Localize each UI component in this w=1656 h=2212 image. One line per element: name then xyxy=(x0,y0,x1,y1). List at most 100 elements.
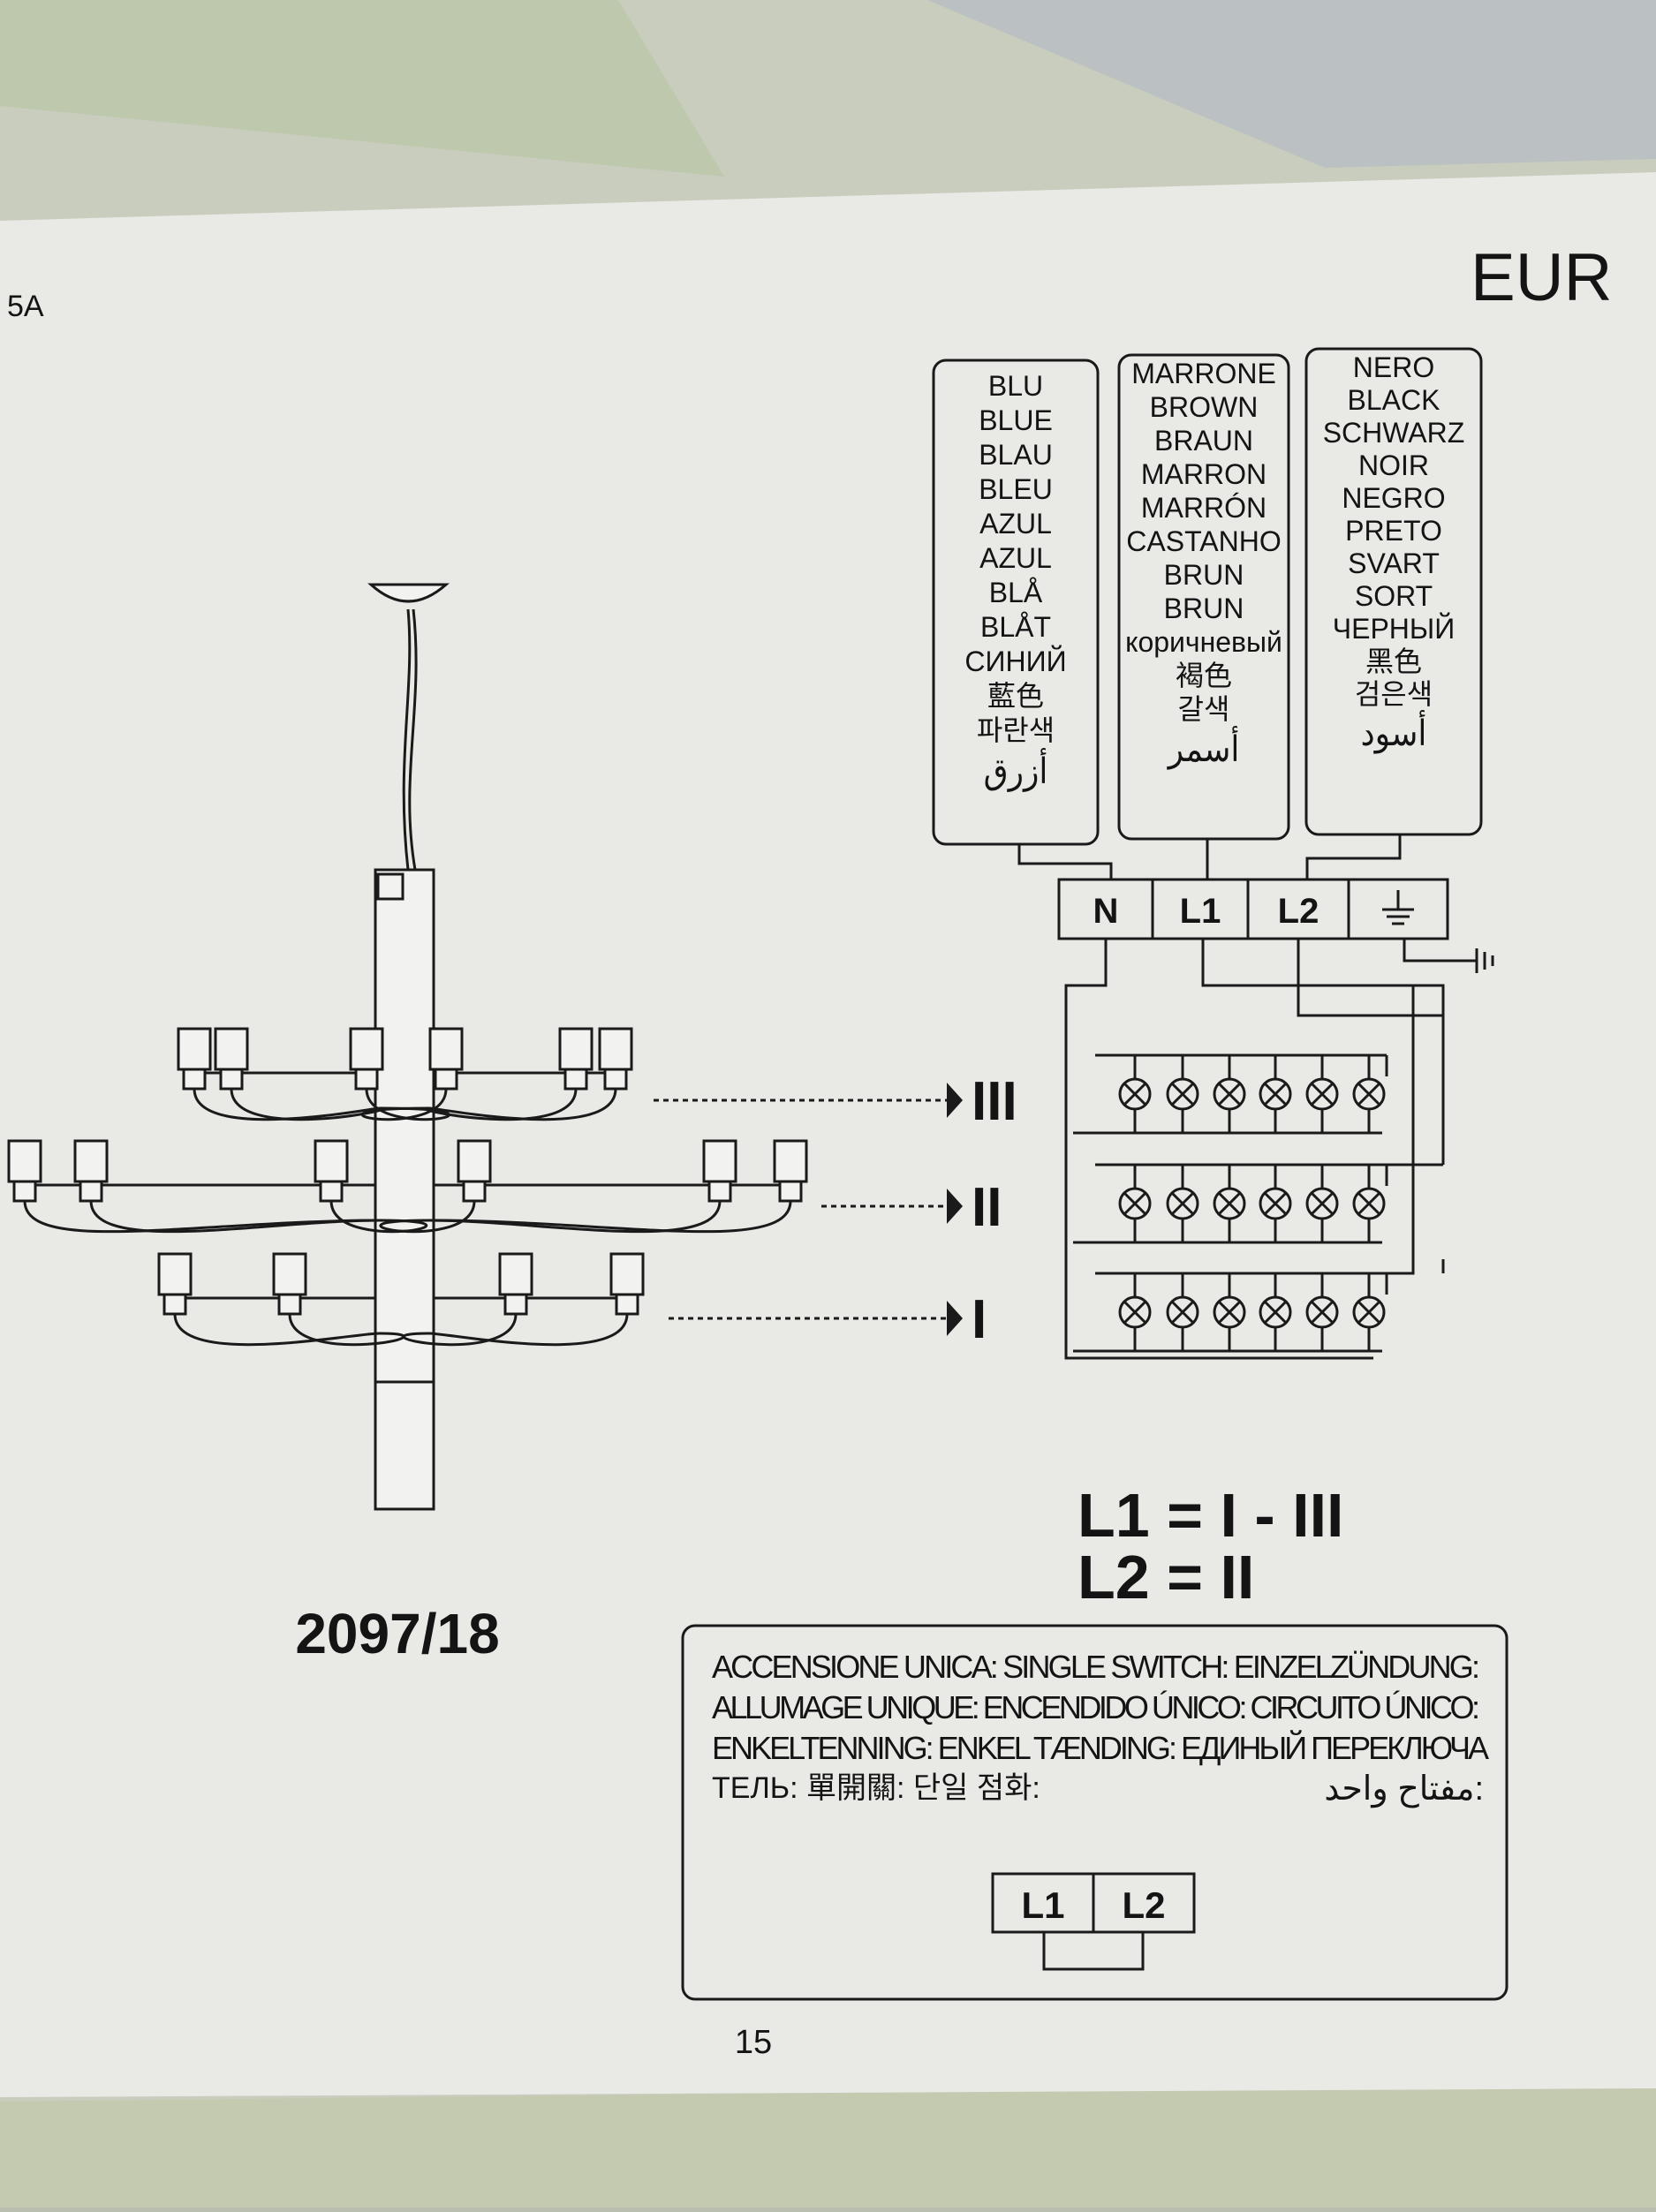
wire-color-box-black xyxy=(1304,347,1483,836)
legend-leaders xyxy=(1017,834,1402,880)
wire-color-name: BLACK xyxy=(1348,384,1440,416)
lamp-socket xyxy=(428,1027,464,1091)
lamp-socket xyxy=(272,1252,307,1316)
wire-color-name: BLUE xyxy=(979,404,1053,436)
single-switch-note: ACCENSIONE UNICA: SINGLE SWITCH: EINZELZ… xyxy=(681,1624,1509,2001)
lamp-socket xyxy=(598,1027,633,1091)
fabric-bottom xyxy=(0,2084,1656,2208)
ceiling-canopy xyxy=(367,583,450,603)
switch-terminal-l1: L1 xyxy=(1021,1884,1064,1926)
wire-color-name: BLAU xyxy=(979,439,1053,471)
lamp-icon xyxy=(1166,1077,1199,1111)
fabric-flower xyxy=(927,0,1656,168)
wire-color-name: 褐色 xyxy=(1176,660,1232,691)
lamp-socket xyxy=(773,1139,808,1203)
wire-color-name: MARRONE xyxy=(1131,358,1276,389)
lamp-icon xyxy=(1352,1187,1386,1220)
lamp-socket xyxy=(558,1027,594,1091)
wire-color-name: 藍色 xyxy=(987,680,1044,712)
lamp-icon xyxy=(1305,1077,1339,1111)
lamp-socket xyxy=(349,1027,384,1091)
wire-color-box-brown xyxy=(1117,353,1290,841)
lamp-socket xyxy=(7,1139,42,1203)
wire-color-name: SORT xyxy=(1355,580,1433,612)
corner-label: 5A xyxy=(7,290,44,323)
wire-color-name: BRUN xyxy=(1164,559,1244,591)
wire-color-name: MARRÓN xyxy=(1141,492,1267,524)
region-label: EUR xyxy=(1471,240,1612,315)
wire-color-name: AZUL xyxy=(979,508,1052,540)
page-number: 15 xyxy=(735,2024,772,2061)
lamp-icon xyxy=(1305,1187,1339,1220)
equation-l2: L2 = II xyxy=(1078,1543,1254,1612)
single-switch-line-1: ACCENSIONE UNICA: SINGLE SWITCH: EINZELZ… xyxy=(712,1649,1480,1685)
wire-color-name: NERO xyxy=(1353,351,1434,383)
switch-terminal-l2: L2 xyxy=(1122,1884,1165,1926)
wire-color-name: BLÅ xyxy=(989,577,1043,608)
wire-color-name: BLU xyxy=(988,370,1043,402)
lamp-socket xyxy=(609,1252,645,1316)
wire-color-name: BROWN xyxy=(1150,391,1259,423)
lamp-icon xyxy=(1118,1187,1152,1220)
lamp-icon xyxy=(1259,1187,1292,1220)
lamp-icon xyxy=(1213,1077,1246,1111)
wire-color-name: BLEU xyxy=(979,473,1053,505)
arrow-head-icon xyxy=(947,1083,963,1118)
lamp-socket xyxy=(314,1139,349,1203)
single-switch-arabic: مفتاح واحد: xyxy=(1324,1770,1484,1808)
lamp-wiring xyxy=(1064,939,1445,1360)
wire-color-name: СИНИЙ xyxy=(964,645,1066,677)
wire-color-name: BRAUN xyxy=(1154,425,1253,457)
wire-color-name: коричневый xyxy=(1125,626,1282,658)
chassis-ground-icon xyxy=(1403,939,1494,973)
model-number: 2097/18 xyxy=(295,1602,499,1665)
ground-icon xyxy=(1382,890,1414,925)
arrow-head-icon xyxy=(947,1189,963,1224)
lamp-socket xyxy=(702,1139,737,1203)
lamp-socket xyxy=(73,1139,109,1203)
wire-color-name: ЧЕРНЫЙ xyxy=(1333,613,1455,645)
wire-color-name: AZUL xyxy=(979,542,1052,574)
arrow-head-icon xyxy=(947,1301,963,1336)
lamp-icon xyxy=(1213,1187,1246,1220)
lamp-icon xyxy=(1213,1295,1246,1329)
wire-color-name: أزرق xyxy=(984,748,1048,792)
lamp-socket xyxy=(498,1252,533,1316)
lamp-icon xyxy=(1259,1295,1292,1329)
chandelier-drawing xyxy=(7,583,808,1511)
wire-color-name: أسمر xyxy=(1167,726,1240,770)
lamp-icon xyxy=(1166,1187,1199,1220)
lamp-icon xyxy=(1352,1295,1386,1329)
terminal-l2: L2 xyxy=(1278,892,1320,931)
circuit-label: II xyxy=(972,1177,1002,1238)
suspension-cable xyxy=(402,608,412,871)
equation-l1: L1 = I - III xyxy=(1078,1481,1343,1550)
lamp-icon xyxy=(1118,1077,1152,1111)
fabric-leaf xyxy=(0,0,724,177)
wire-color-legend: BLUBLUEBLAUBLEUAZULAZULBLÅBLÅTСИНИЙ藍色파란색… xyxy=(932,347,1483,846)
switch-bridge xyxy=(1042,1930,1145,1971)
lamp-icon xyxy=(1352,1077,1386,1111)
paper-page xyxy=(0,172,1656,2097)
lamp-icon xyxy=(1259,1077,1292,1111)
wire-color-name: 검은색 xyxy=(1355,678,1433,710)
wire-color-name: BRUN xyxy=(1164,593,1244,624)
wire-color-name: NEGRO xyxy=(1342,482,1445,514)
terminal-n: N xyxy=(1093,892,1119,931)
wire-color-name: 파란색 xyxy=(977,714,1055,746)
wire-color-name: NOIR xyxy=(1358,449,1429,481)
wire-color-name: 갈색 xyxy=(1178,693,1230,725)
terminal-l1: L1 xyxy=(1180,892,1221,931)
wire-color-name: SCHWARZ xyxy=(1323,417,1465,449)
circuit-label: III xyxy=(972,1071,1017,1132)
wire-color-name: 黑色 xyxy=(1365,645,1422,677)
wire-color-name: CASTANHO xyxy=(1126,525,1281,557)
wire-color-name: MARRON xyxy=(1141,458,1267,490)
lamp-socket xyxy=(457,1139,492,1203)
wire-color-name: BLÅT xyxy=(980,611,1051,643)
wire-color-name: أسود xyxy=(1361,710,1427,754)
wire-color-box-blue xyxy=(932,359,1100,846)
central-stem xyxy=(374,868,435,1511)
